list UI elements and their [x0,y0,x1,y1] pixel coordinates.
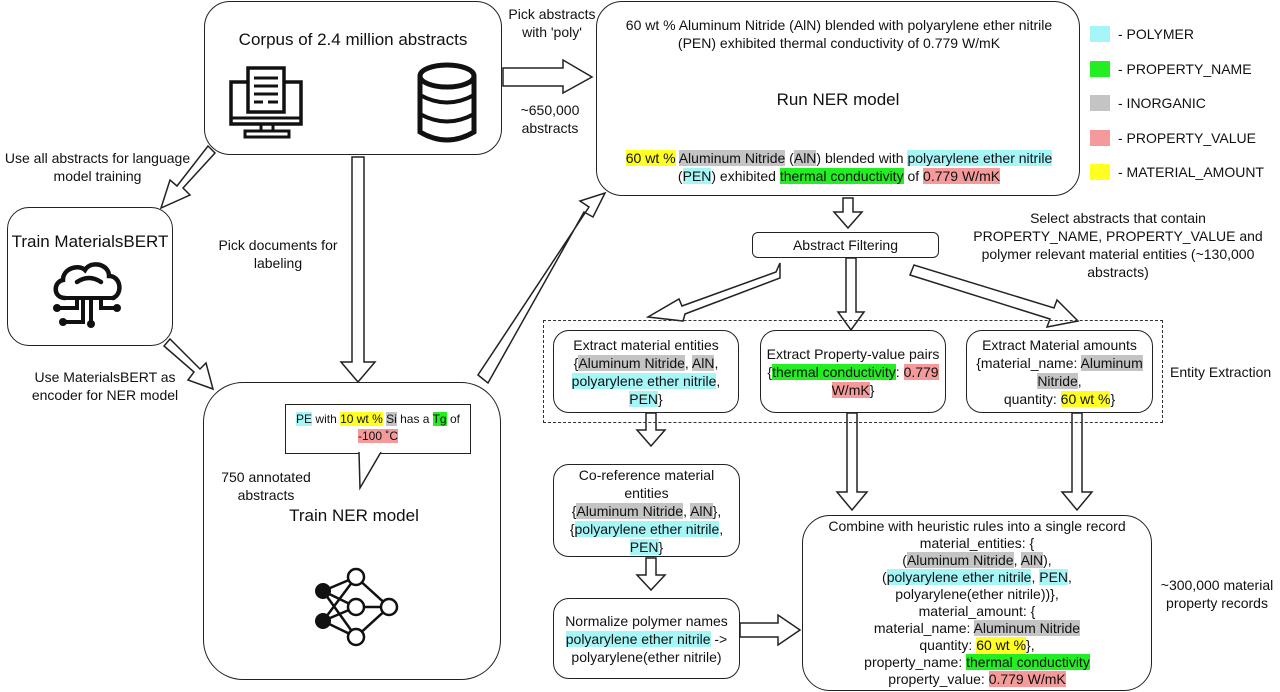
database-icon [417,62,477,143]
legend-item-polymer: - POLYMER [1090,26,1194,42]
annotated-count-label: 750 annotated abstracts [221,469,311,503]
brain-cloud-circuit-icon [53,262,122,328]
legend-swatch [1090,61,1110,77]
entity-property-name: Tg [432,412,447,426]
encoder-label: Use MaterialsBERT as encoder for NER mod… [31,369,179,403]
lm-training-label: Use all abstracts for language model tra… [4,150,191,184]
pick-abstracts-label: Pick abstracts with 'poly' [508,6,596,40]
arrow-ner-train-to-ner-run [476,191,607,385]
legend-item-material-amount: - MATERIAL_AMOUNT [1090,164,1264,180]
legend-item-inorganic: - INORGANIC [1090,95,1206,111]
corpus-title: Corpus of 2.4 million abstracts [238,30,468,49]
filtering-note: Select abstracts that contain PROPERTY_N… [973,210,1263,280]
entity-material-amount: 60 wt % [1060,390,1111,407]
entity-extraction-label: Entity Extraction [1170,364,1272,380]
entity-property-value: 0.779 [903,363,939,380]
entity-inorganic: Nitride [1037,372,1078,389]
entity-inorganic: AlN [690,502,713,519]
abstract-count-label: ~650,000 abstracts [520,102,580,136]
computer-document-icon [229,66,303,139]
extract-property-pairs-box: Extract Property-value pairs {thermal co… [760,330,946,413]
arrow-filtering-to-material-entities [645,262,781,322]
entity-polymer: PEN [682,168,712,184]
train-ner-title: Train NER model [289,506,419,525]
entity-polymer: PEN [1039,569,1069,585]
arrow-filtering-to-material-amounts [909,264,1080,328]
legend-swatch [1090,164,1110,180]
entity-extraction-group [543,320,1163,423]
entity-inorganic: AlN [1020,552,1044,568]
entity-polymer: polyarylene ether nitrile [574,520,720,537]
entity-polymer: polyarylene ether nitrile [571,372,717,389]
ner-run-box: 60 wt % Aluminum Nitride (AlN) blended w… [596,1,1080,196]
raw-sentence: 60 wt % Aluminum Nitride (AlN) blended w… [625,17,1053,51]
entity-property-name: thermal conductivity [966,654,1090,670]
arrow-materialsbert-to-ner-train [162,337,215,391]
arrow-ner-run-to-filtering [832,197,864,230]
entity-property-value: W/mK [831,381,870,398]
entity-inorganic: Aluminum [1080,354,1143,371]
entity-property-value: 0.779 W/mK [923,168,1001,184]
entity-inorganic: Aluminum Nitride [973,620,1081,636]
entity-polymer: PEN [629,390,659,407]
run-ner-label: Run NER model [776,90,900,109]
entity-inorganic: Si [386,412,397,426]
arrow-property-pairs-to-combine [835,412,869,512]
legend-swatch [1090,130,1110,146]
entity-inorganic: Aluminum Nitride [576,502,684,519]
materialsbert-title: Train MaterialsBERT [11,232,169,251]
normalize-box: Normalize polymer names polyarylene ethe… [553,598,740,679]
legend-item-property-name: - PROPERTY_NAME [1090,61,1252,77]
legend-swatch [1090,95,1110,111]
coreference-box: Co-reference material entities {Aluminum… [553,464,740,557]
entity-material-amount: 10 wt % [340,412,383,426]
extract-material-entities-box: Extract material entities {Aluminum Nitr… [553,330,739,413]
entity-inorganic: Aluminum Nitride [578,354,685,371]
entity-property-value: -100 ˚C [357,429,398,443]
corpus-box: Corpus of 2.4 million abstracts [204,1,502,155]
ner-train-box: PE with 10 wt % Si has a Tg of -100 ˚C 7… [203,382,501,680]
arrow-material-entities-to-coref [635,412,667,448]
arrow-coref-to-normalize [635,557,667,592]
arrow-corpus-to-materialsbert [159,144,217,210]
entity-polymer: polyarylene ether nitrile [565,630,711,647]
extract-material-amounts-box: Extract Material amounts {material_name:… [966,330,1153,413]
materialsbert-box: Train MaterialsBERT [7,207,173,346]
entity-polymer: polyarylene ether nitrile [907,150,1053,166]
entity-material-amount: 60 wt % [976,637,1027,653]
annotated-sentence: 60 wt % Aluminum Nitride (AlN) blended w… [625,150,1053,184]
combine-record-box: Combine with heuristic rules into a sing… [802,515,1152,691]
callout-tail [358,452,382,491]
entity-property-name: thermal conductivity [772,363,896,380]
arrow-normalize-to-combine [739,613,802,647]
entity-inorganic: AlN [691,354,715,371]
neural-network-icon [315,567,399,647]
entity-inorganic: Aluminum Nitride [678,150,786,166]
abstract-filtering-box: Abstract Filtering [752,232,939,258]
arrow-corpus-to-ner [502,58,594,95]
legend-swatch [1090,26,1110,42]
arrow-corpus-to-ner-train [339,156,377,384]
records-count-label: ~300,000 material property records [1160,577,1274,611]
arrow-material-amounts-to-combine [1060,412,1094,512]
arrow-filtering-to-property-pairs [836,257,866,332]
entity-property-name: thermal conductivity [779,168,904,184]
pick-docs-label: Pick documents for labeling [218,237,338,271]
legend-item-property-value: - PROPERTY_VALUE [1090,130,1256,146]
entity-property-value: 0.779 W/mK [988,671,1066,687]
annotation-callout: PE with 10 wt % Si has a Tg of -100 ˚C [285,404,471,454]
entity-polymer: polyarylene ether nitrile [886,569,1032,585]
entity-polymer: PE [296,412,313,426]
entity-inorganic: Aluminum Nitride [906,552,1014,568]
entity-material-amount: 60 wt % [625,150,676,166]
entity-inorganic: AlN [793,150,817,166]
entity-polymer: PEN [629,538,659,555]
